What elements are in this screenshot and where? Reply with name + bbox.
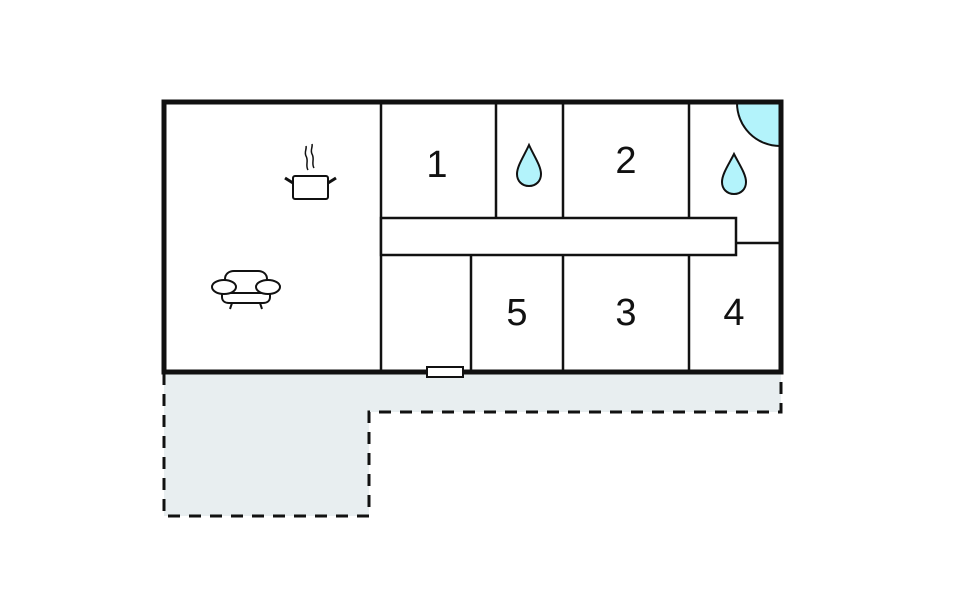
room-label-2: 2: [615, 140, 636, 182]
water-drop-icon: [720, 151, 748, 196]
room-label-4: 4: [723, 292, 744, 334]
outer-walls: [161, 99, 784, 375]
entry-door: [426, 366, 464, 378]
room-label-3: 3: [615, 292, 636, 334]
cooking-pot-icon: [284, 143, 337, 200]
terrace: [162, 373, 783, 518]
water-drop-icon: [515, 142, 543, 188]
armchair-icon: [211, 270, 281, 310]
room-label-1: 1: [426, 144, 447, 186]
room-label-5: 5: [506, 292, 527, 334]
hallway: [379, 216, 738, 257]
